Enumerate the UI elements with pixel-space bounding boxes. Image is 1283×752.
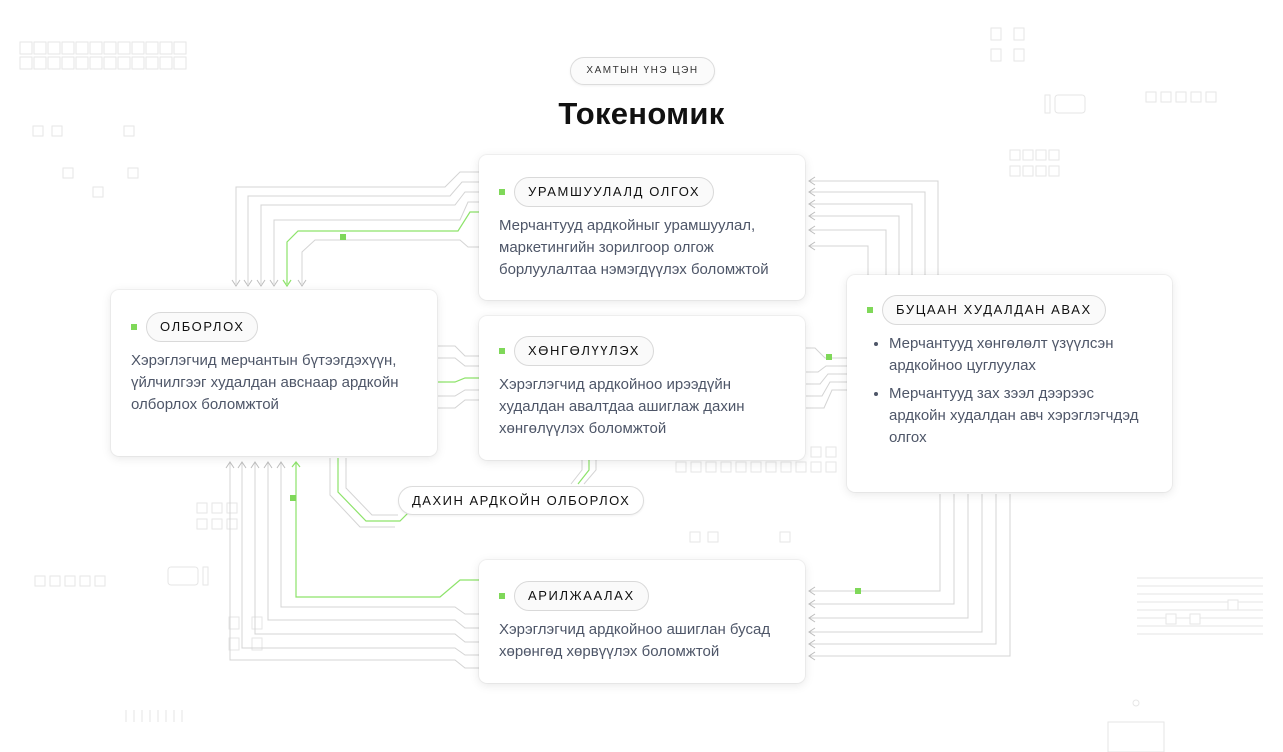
card-discount: ХӨНГӨЛҮҮЛЭХ Хэрэглэгчид ардкойноо ирээдү… <box>479 316 805 460</box>
card-trading: АРИЛЖААЛАХ Хэрэглэгчид ардкойноо ашиглан… <box>479 560 805 683</box>
card-buyback: БУЦААН ХУДАЛДАН АВАХ Мерчантууд хөнгөлөл… <box>847 275 1172 492</box>
remining-label: ДАХИН АРДКОЙН ОЛБОРЛОХ <box>398 486 645 515</box>
card-incentives: УРАМШУУЛАЛД ОЛГОХ Мерчантууд ардкойныг у… <box>479 155 805 300</box>
decor-squares-top-left <box>19 41 187 198</box>
accent-square-icon <box>499 348 505 354</box>
connectors-buyback-to-trading <box>810 494 1011 657</box>
card-trading-tag: АРИЛЖААЛАХ <box>514 581 649 611</box>
card-incentives-tag: УРАМШУУЛАЛД ОЛГОХ <box>514 177 715 207</box>
card-mining-tag: ОЛБОРЛОХ <box>146 312 259 342</box>
connectors-discount-to-buyback <box>806 347 848 409</box>
accent-square-icon <box>867 307 873 313</box>
connectors-trading-to-mining <box>229 463 480 669</box>
card-mining-desc: Хэрэглэгчид мерчантын бүтээгдэхүүн, үйлч… <box>131 352 399 413</box>
connectors-remining <box>329 458 597 528</box>
list-item: Мерчантууд зах зээл дээрээс ардкойн худа… <box>889 383 1152 449</box>
connectors-mining-to-discount <box>438 345 480 409</box>
page-title: Токеномик <box>558 96 725 131</box>
card-discount-desc: Хэрэглэгчид ардкойноо ирээдүйн худалдан … <box>499 376 745 437</box>
card-buyback-list: Мерчантууд хөнгөлөлт үзүүлсэн ардкойноо … <box>867 333 1152 449</box>
decor-lines-right <box>125 577 1263 722</box>
decor-squares-top-right <box>990 27 1217 177</box>
accent-square-icon <box>131 324 137 330</box>
connectors-incentives-to-mining <box>235 171 480 284</box>
connectors-buyback-to-incentives <box>810 180 939 276</box>
card-discount-tag: ХӨНГӨЛҮҮЛЭХ <box>514 336 655 366</box>
accent-square-icon <box>499 189 505 195</box>
section-eyebrow: ХАМТЫН ҮНЭ ЦЭН <box>570 57 715 85</box>
card-trading-desc: Хэрэглэгчид ардкойноо ашиглан бусад хөрө… <box>499 621 771 660</box>
accent-square-icon <box>499 593 505 599</box>
connector-accent-trading <box>295 463 480 598</box>
card-incentives-desc: Мерчантууд ардкойныг урамшуулал, маркети… <box>499 217 769 278</box>
connector-accent-incentives <box>286 211 480 284</box>
card-buyback-tag: БУЦААН ХУДАЛДАН АВАХ <box>882 295 1106 325</box>
list-item: Мерчантууд хөнгөлөлт үзүүлсэн ардкойноо … <box>889 333 1152 377</box>
card-mining: ОЛБОРЛОХ Хэрэглэгчид мерчантын бүтээгдэх… <box>111 290 437 456</box>
accent-node <box>340 234 346 240</box>
